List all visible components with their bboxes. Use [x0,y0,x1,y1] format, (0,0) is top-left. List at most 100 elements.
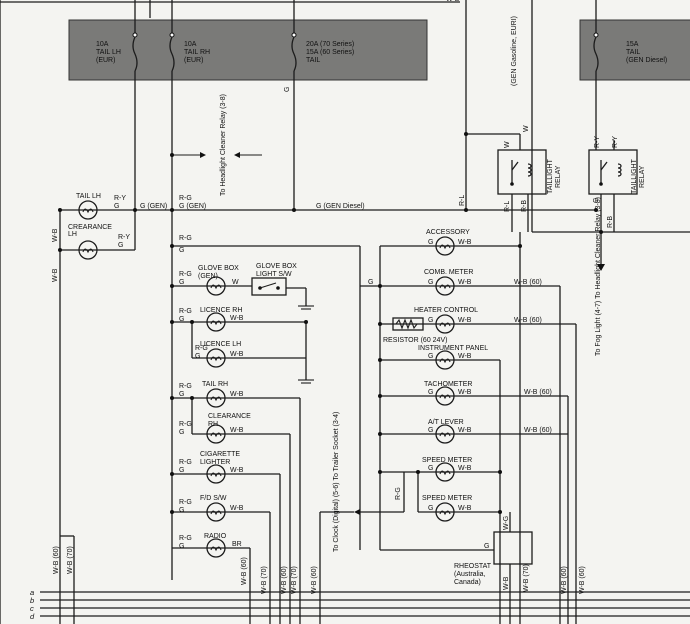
wire-label-rg-1: R-G [179,195,192,202]
glove-sw-label-2: LIGHT S/W [256,271,292,278]
glove-box-light-switch: GLOVE BOX LIGHT S/W [251,263,314,310]
relay1-label-2: RELAY [555,165,562,188]
clearance-rh-rg: R-G [179,421,192,428]
relay1-rl-label: R-L [504,201,511,212]
wire-label-g-gen: G (GEN) [140,203,167,210]
licence-rh-label: LICENCE RH [200,307,242,314]
rg-clock-label: R-G [395,487,402,500]
bus-c: c [30,604,34,613]
bus-b: b [30,596,34,605]
glove-sw-label-1: GLOVE BOX [256,263,297,270]
fuse-tail-rh-line1: 10A [184,41,197,48]
wire-label-rg-2: R-G [179,235,192,242]
radio-rg: R-G [179,535,192,542]
bus-d: d [30,612,35,621]
comb-meter-label: COMB. METER [424,269,473,276]
licence-lh-rg: R-G [195,345,208,352]
heater-control-g: G [428,317,433,324]
heater-control-wb60: W-B (60) [514,317,542,324]
clearance-rh-wb: W-B [230,427,244,434]
licence-rh-g: G [179,316,184,323]
clearance-rh-label-1: CLEARANCE [208,413,251,420]
comb-meter-g: G [428,279,433,286]
fuse-tail-lh-line1: 10A [96,41,109,48]
radio-br: BR [232,541,242,548]
rheostat-wg: W-G [503,516,510,530]
tail-lh-lamp: TAIL LH R-Y G [76,193,126,220]
headlight-note-1: To Headlight Cleaner Relay (3-8) [220,94,227,196]
tail-rh-rg: R-G [179,383,192,390]
wire-label-top-wb: W-B [446,0,460,3]
wb70-right: W-B (70) [523,564,530,592]
accessory-lamp: ACCESSORY G W-B [426,229,472,256]
rheostat: G RHEOSTAT (Australia, Canada) W-G W-B [380,512,533,624]
fuse-tail-line1: 20A (70 Series) [306,41,354,48]
relay1-rb-label: R-B [521,200,528,212]
wire-label-wb-left-2: W-B [52,268,59,282]
wire-label-rl-vertical: R-L [459,195,466,206]
tail-rh-lamp: TAIL RH R-G G W-B [172,381,300,408]
fuse-tail-rh [169,0,175,72]
glove-rg: R-G [179,271,192,278]
tachometer-wb60: W-B (60) [524,389,552,396]
clearance-lh-lamp: CREARANCE LH R-Y G [60,224,135,260]
fuse-tail-rh-line3: (EUR) [184,57,203,64]
tail-lh-ry: R-Y [114,195,126,202]
licence-lh-g: G [195,353,200,360]
instrument-panel-label: INSTRUMENT PANEL [418,345,488,352]
fuse-tail-lh-line3: (EUR) [96,57,115,64]
clearance-lh-ry: R-Y [118,234,130,241]
fog-light-note: To Fog Light (4-7) To Headlight Cleaner … [595,197,602,356]
bus-a: a [30,588,34,597]
fuse-tail-line2: 15A (60 Series) [306,49,354,56]
clearance-rh-label-2: RH [208,421,218,428]
heater-control-lamp: HEATER CONTROL G W-B W-B (60) RESISTOR (… [380,307,576,344]
wire-label-g-gen-2: G (GEN) [179,203,206,210]
cigarette-rg: R-G [179,459,192,466]
fd-sw-rg: R-G [179,499,192,506]
clock-note: To Clock (Digital) (5-6) To Trailer Sock… [333,412,340,552]
accessory-g: G [428,239,433,246]
rheostat-label-2: (Australia, [454,571,486,578]
fd-sw-label: F/D S/W [200,495,227,502]
glove-box-label-1: GLOVE BOX [198,265,239,272]
fuse-box-left [68,19,428,81]
cigarette-g: G [179,467,184,474]
taillight-relay-2: R-Y R-Y TAILLIGHT RELAY G R-B [588,136,646,232]
cigarette-wb: W-B [230,467,244,474]
relay2-label-1: TAILLIGHT [631,158,638,194]
radio-g: G [179,543,184,550]
relay2-g-label: G [593,198,600,203]
relay1-w-label-2: W [523,125,530,132]
clearance-rh-g: G [179,429,184,436]
licence-lh-lamp: LICENCE LH R-G G W-B [191,322,306,368]
tail-rh-g: G [179,391,184,398]
fuse-tail-gen-diesel [593,0,599,72]
wb60-m1: W-B (60) [241,557,248,585]
relay2-ry-label: R-Y [594,136,601,148]
speed-meter-2-lamp: SPEED METER G W-B [417,472,500,522]
wb70-m4: W-B (70) [291,566,298,594]
wb60-right-2: W-B (60) [579,566,586,594]
comb-meter-wb60: W-B (60) [514,279,542,286]
licence-rh-lamp: LICENCE RH R-G G W-B [172,307,306,332]
comb-meter-lamp: COMB. METER G W-B W-B (60) [380,269,560,296]
tail-rh-wb: W-B [230,391,244,398]
wb70-left: W-B (70) [67,546,74,574]
cigarette-label-1: CIGARETTE [200,451,240,458]
glove-box-label-2: (GEN) [198,273,218,280]
glove-box-lamp: GLOVE BOX (GEN) R-G G W [172,265,252,296]
licence-rh-rg: R-G [179,308,192,315]
tail-lh-g: G [114,203,119,210]
rheostat-label-1: RHEOSTAT [454,563,492,570]
wb70-m2: W-B (70) [261,566,268,594]
speed-meter-2-label: SPEED METER [422,495,472,502]
wire-label-g-gen-diesel: G (GEN Diesel) [316,203,365,210]
tachometer-g: G [428,389,433,396]
speed-meter-2-g: G [428,505,433,512]
licence-rh-wb: W-B [230,315,244,322]
fuse-tail [291,0,297,72]
rheostat-wb: W-B [503,576,510,590]
clearance-rh-lamp: CLEARANCE RH R-G G W-B [179,398,290,444]
instrument-panel-wb: W-B [458,353,472,360]
